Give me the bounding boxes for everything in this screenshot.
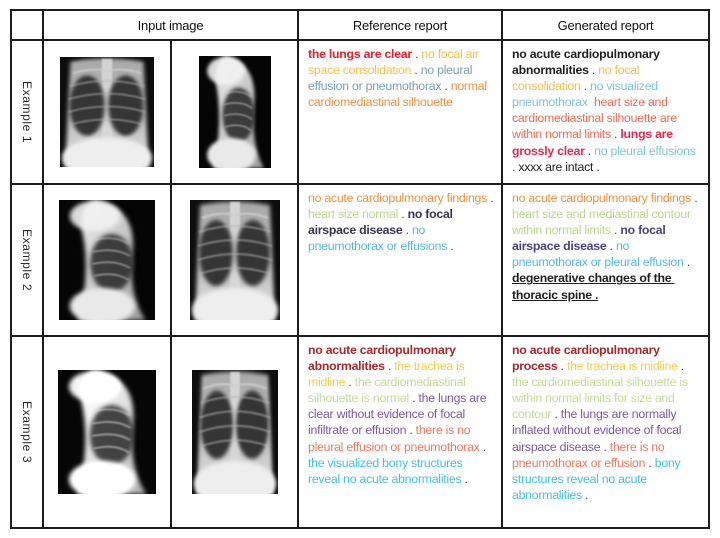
generated-report-example-2: no acute cardiopulmonary findings . hear…: [503, 185, 708, 335]
header-generated-report: Generated report: [503, 11, 708, 39]
report-segment: .: [402, 223, 412, 238]
report-segment: no acute cardiopulmonary abnormalities: [308, 343, 459, 374]
report-segment: .: [487, 191, 497, 205]
report-segment: the trachea is midline: [566, 359, 678, 374]
report-segment: .: [447, 239, 454, 254]
report-segment: no focal airspace disease: [308, 207, 456, 238]
report-segment: there is no pneumothorax or effusion: [512, 439, 668, 470]
row-label-text: Example 3: [20, 400, 34, 464]
report-segment: no acute cardiopulmonary findings: [512, 191, 692, 205]
report-segment: .: [610, 127, 621, 142]
report-segment: no acute cardiopulmonary process: [512, 343, 663, 374]
reference-report-example-3: no acute cardiopulmonary abnormalities .…: [299, 337, 501, 527]
generated-report-example-3: no acute cardiopulmonary process . the t…: [503, 337, 708, 527]
report-segment: no focal airspace disease: [512, 223, 669, 254]
report-segment: no visualized pneumothorax: [512, 79, 662, 110]
report-segment: degenerative changes of the thoracic spi…: [512, 271, 675, 302]
row-label-example-1: Example 1: [12, 41, 42, 183]
frontal-chest-xray-image: [192, 370, 278, 494]
report-segment: .: [406, 423, 416, 438]
report-segment: the lungs are clear: [308, 47, 412, 61]
report-segment: no pneumothorax or pleural effusion: [512, 239, 684, 270]
input-image-example-1-frontal-xray: [44, 41, 170, 183]
report-segment: .: [593, 159, 600, 174]
report-segment: the cardiomediastinal silhouette is norm…: [308, 375, 469, 406]
header-reference-report: Reference report: [299, 11, 501, 39]
report-segment: .: [691, 191, 701, 205]
report-segment: the lungs are normally inflated without …: [512, 407, 685, 454]
input-image-example-2-frontal-xray: [172, 185, 297, 335]
header-corner-cell: [12, 11, 42, 39]
input-image-example-3-frontal-xray: [172, 337, 297, 527]
report-segment: heart size normal: [308, 207, 399, 222]
report-segment: .: [384, 359, 395, 374]
reference-report-example-1: the lungs are clear . no focal air space…: [299, 41, 501, 183]
report-segment: .: [581, 487, 589, 502]
row-label-text: Example 2: [20, 228, 34, 292]
report-segment: no acute cardiopulmonary findings: [308, 191, 488, 205]
report-segment: the cardiomediastinal silhouette is with…: [512, 375, 691, 422]
report-segment: xxxx are intact: [518, 159, 594, 174]
report-segment: .: [411, 63, 421, 78]
report-segment: .: [683, 255, 694, 270]
row-label-text: Example 1: [20, 80, 34, 144]
report-segment: .: [645, 455, 655, 470]
report-segment: .: [345, 375, 355, 390]
report-segment: lungs are grossly clear: [512, 127, 676, 158]
examples-table: Input image Reference report Generated r…: [10, 9, 710, 529]
lateral-chest-xray-image: [58, 370, 156, 494]
lateral-chest-xray-image: [199, 56, 271, 168]
report-segment: the visualized bony structures reveal no…: [308, 455, 466, 486]
report-segment: .: [479, 439, 490, 454]
row-label-example-2: Example 2: [12, 185, 42, 335]
report-segment: no focal air space consolidation: [308, 47, 482, 78]
input-image-example-3-lateral-xray: [44, 337, 170, 527]
report-segment: .: [584, 143, 595, 158]
frontal-chest-xray-image: [190, 200, 280, 320]
report-segment: .: [411, 47, 422, 61]
row-label-example-3: Example 3: [12, 337, 42, 527]
report-segment: .: [461, 471, 468, 486]
header-input-image: Input image: [44, 11, 297, 39]
report-segment: .: [557, 359, 567, 374]
report-segment: no pleural effusion or pneumothorax: [308, 63, 476, 94]
report-segment: normal cardiomediastinal silhouette: [308, 79, 490, 110]
generated-report-example-1: no acute cardiopulmonary abnormalities .…: [503, 41, 708, 183]
report-segment: no pneumothorax or effusions: [308, 223, 448, 254]
report-segment: the trachea is midline: [308, 359, 468, 390]
report-segment: heart size and cardiomediastinal silhoue…: [512, 95, 681, 142]
report-segment: bony structures reveal no acute abnormal…: [512, 455, 684, 502]
report-segment: .: [588, 63, 599, 78]
report-segment: .: [677, 359, 688, 374]
input-image-example-2-lateral-xray: [44, 185, 170, 335]
report-segment: heart size and mediastinal contour withi…: [512, 207, 694, 238]
report-segment: there is no pleural effusion or pneumoth…: [308, 423, 480, 454]
report-segment: no acute cardiopulmonary abnormalities: [512, 47, 663, 78]
report-segment: .: [408, 391, 419, 406]
report-segment: .: [606, 239, 616, 254]
report-segment: .: [600, 439, 610, 454]
report-segment: .: [551, 407, 561, 422]
report-segment: .: [441, 79, 451, 94]
reference-report-example-2: no acute cardiopulmonary findings . hear…: [299, 185, 501, 335]
input-image-example-1-lateral-xray: [172, 41, 297, 183]
report-segment: .: [580, 79, 591, 94]
report-segment: no focal consolidation: [512, 63, 643, 94]
report-segment: .: [610, 223, 621, 238]
report-segment: .: [398, 207, 408, 222]
report-segment: no pleural effusions: [594, 143, 696, 158]
report-segment: the lungs are clear without evidence of …: [308, 391, 490, 438]
lateral-chest-xray-image: [59, 200, 155, 320]
frontal-chest-xray-image: [60, 57, 154, 167]
report-segment: .: [512, 143, 699, 174]
